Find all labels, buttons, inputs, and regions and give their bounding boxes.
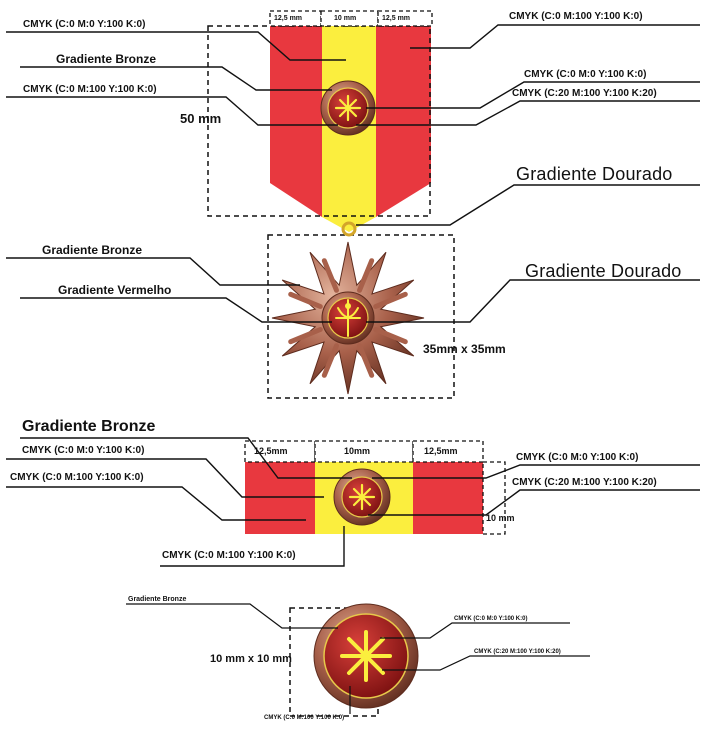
label-bar-bronze: Gradiente Bronze [22,418,156,435]
label-bar-red-cmyk: CMYK (C:0 M:100 Y:100 K:0) [10,472,144,483]
label-bar-dim-10: 10mm [344,446,371,456]
label-rosette-bronze: Gradiente Bronze [128,596,187,603]
label-bar-dim-12-5-left: 12,5mm [254,446,288,456]
medal-ray [373,327,408,345]
label-gold-gradient-medal: Gradiente Dourado [525,261,682,281]
label-medal-red: Gradiente Vermelho [58,283,172,297]
label-ribbon-red-cmyk: CMYK (C:0 M:100 Y:100 K:0) [23,84,157,95]
label-ribbon-yellow-cmyk: CMYK (C:0 M:0 Y:100 K:0) [23,19,146,30]
ribbon-width-dimension-boxes [269,10,433,27]
medal-ray [321,258,339,293]
label-gold-gradient-ring: Gradiente Dourado [516,164,673,184]
label-ribbon-dim-10: 10 mm [334,15,357,22]
ribbon-leader-lines [6,24,700,226]
label-medal-bronze: Gradiente Bronze [42,243,143,257]
medal-leader-lines [6,257,700,323]
medal-ray [321,343,339,378]
label-rosette-dark-cmyk: CMYK (C:20 M:100 Y:100 K:20) [474,649,561,655]
label-ribbon-right-dark-cmyk: CMYK (C:20 M:100 Y:100 K:20) [512,88,657,99]
label-ribbon-height: 50 mm [180,111,222,126]
label-bar-height: 10 mm [486,513,515,523]
medal-ray [357,343,375,378]
label-ribbon-bronze: Gradiente Bronze [56,52,157,66]
label-ribbon-dim-12-5-left: 12,5 mm [274,15,303,22]
label-bar-dim-12-5-right: 12,5mm [424,446,458,456]
medal-ray [357,258,375,293]
label-ribbon-dim-12-5-right: 12,5 mm [382,15,411,22]
label-rosette-red-cmyk: CMYK (C:0 M:100 Y:100 K:0) [264,715,345,721]
rosette-dimension-box [289,607,379,717]
medal-dimension-box [267,234,455,399]
ribbon-rosette [320,80,376,136]
bar-leader-lines [6,437,700,567]
label-ribbon-right-yellow-cmyk: CMYK (C:0 M:0 Y:100 K:0) [524,69,647,80]
label-ribbon-right-red-cmyk: CMYK (C:0 M:100 Y:100 K:0) [509,11,643,22]
label-bar-bottom-red-cmyk: CMYK (C:0 M:100 Y:100 K:0) [162,550,296,561]
bar-rosette [333,468,391,526]
label-bar-yellow-cmyk: CMYK (C:0 M:0 Y:100 K:0) [22,445,145,456]
ribbon-left-red-stripe [270,26,322,217]
medal-gold-ring [341,221,357,237]
medal-ray [288,327,323,345]
label-rosette-yellow-cmyk: CMYK (C:0 M:0 Y:100 K:0) [454,616,528,622]
label-rosette-size: 10 mm x 10 mm [210,653,292,665]
medal-ray [373,291,408,309]
medal-ray [288,291,323,309]
medal-star [271,241,425,395]
ribbon-right-red-stripe [376,26,431,217]
rosette [313,603,419,709]
label-medal-size: 35mm x 35mm [423,342,506,356]
rosette-leader-lines [126,603,590,714]
label-bar-right-yellow-cmyk: CMYK (C:0 M:0 Y:100 K:0) [516,452,639,463]
label-bar-right-dark-cmyk: CMYK (C:20 M:100 Y:100 K:20) [512,477,657,488]
